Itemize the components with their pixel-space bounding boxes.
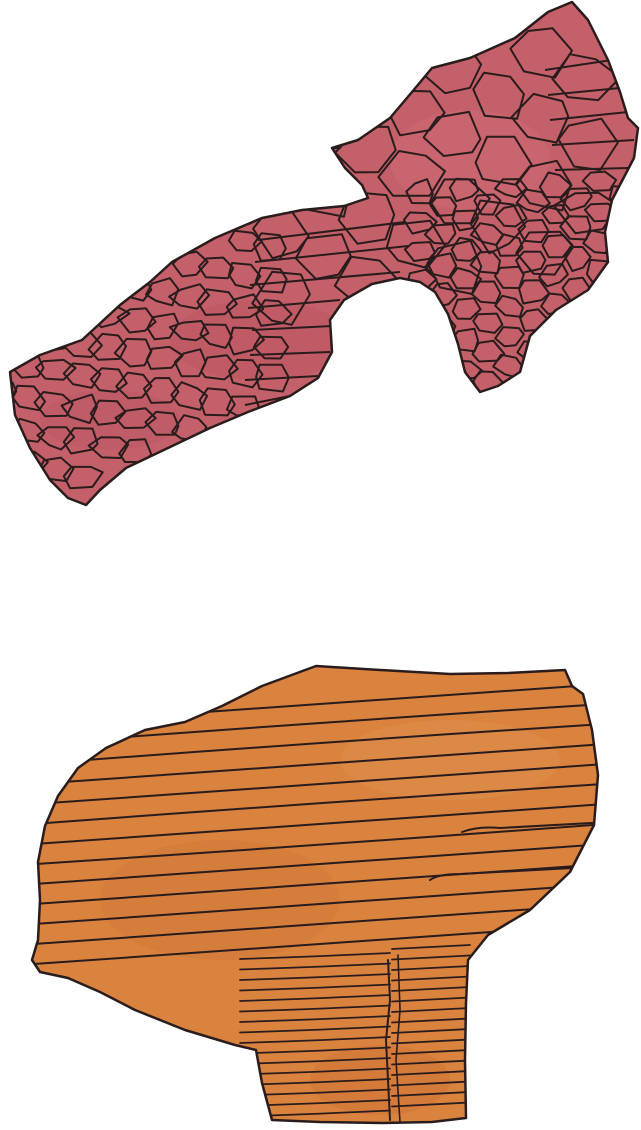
grain-cell — [297, 102, 355, 149]
grain-cell — [405, 330, 437, 350]
top-grain-panel — [0, 2, 639, 531]
grain-cell — [35, 328, 70, 352]
grain-cell — [606, 276, 639, 297]
grain-cell — [250, 74, 312, 122]
grain-cell — [62, 297, 102, 324]
grain-cell — [0, 483, 16, 507]
grain-cell — [0, 416, 16, 437]
grain-cell — [405, 300, 435, 321]
grain-cell — [520, 370, 547, 392]
grain-cell — [560, 336, 593, 359]
grain-cell — [0, 447, 21, 472]
grain-cell — [11, 319, 46, 346]
grain-cell — [250, 139, 307, 189]
grain-cell — [584, 351, 617, 373]
grain-cell — [542, 356, 568, 376]
grain-cell — [563, 368, 594, 390]
grain-cell — [425, 375, 456, 398]
grain-cell — [427, 347, 455, 366]
grain-cell — [407, 361, 433, 383]
grain-cell — [583, 291, 616, 313]
grain-cell — [610, 334, 636, 359]
grain-cell — [8, 484, 43, 511]
grain-cell — [586, 321, 613, 345]
top-shade-patch — [40, 390, 180, 450]
grain-cell — [606, 214, 638, 239]
grain-cell — [562, 306, 595, 330]
grain-cell — [342, 63, 401, 109]
grain-cell — [605, 364, 636, 388]
bottom-banded-panel — [20, 666, 620, 1123]
grain-cell — [541, 323, 568, 346]
grain-cell — [606, 305, 635, 326]
grain-cell — [610, 246, 639, 267]
